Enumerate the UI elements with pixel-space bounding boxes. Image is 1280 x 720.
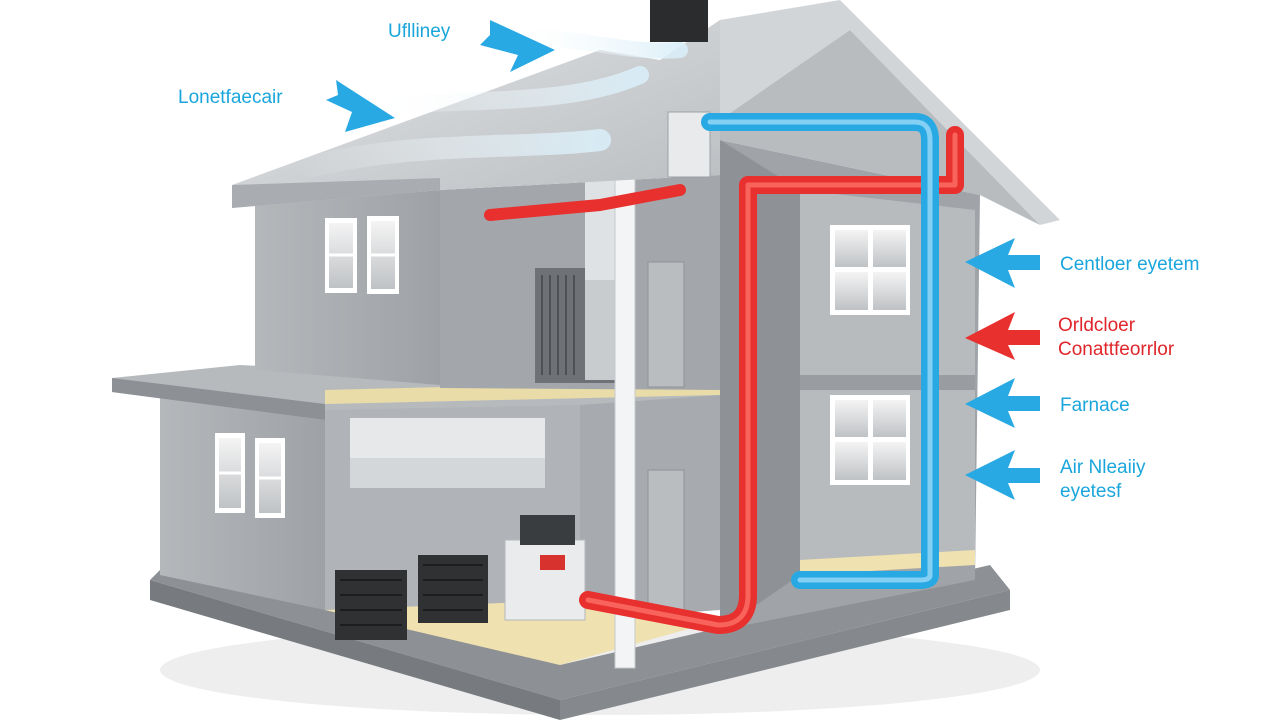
- window-right-lower: [830, 395, 910, 485]
- label-centloer-eyetem-text: Centloer eyetem: [1060, 254, 1200, 275]
- label-farnace: Farnace: [1060, 394, 1130, 418]
- label-lonetfaecair-text: Lonetfaecair: [178, 87, 283, 108]
- arrow-top-1-icon: [480, 20, 555, 72]
- window-lower-2: [255, 438, 285, 518]
- upper-left-wing: [255, 190, 440, 385]
- label-lonetfaecair: Lonetfaecair: [178, 86, 283, 110]
- label-farnace-text: Farnace: [1060, 395, 1130, 416]
- arrow-centloer-icon: [965, 238, 1040, 288]
- arrow-top-2-icon: [326, 80, 395, 132]
- window-lower-1: [215, 433, 245, 513]
- interior-cutaway: [325, 175, 720, 669]
- roof-airflow-streak: [289, 129, 611, 181]
- condenser-unit-1: [335, 570, 407, 640]
- label-air-nleaiiy: Air Nleaiiy eyetesf: [1060, 456, 1146, 504]
- cold-air-duct: [701, 113, 939, 589]
- foundation: [150, 560, 1010, 720]
- label-orldcloer-line1: Orldcloer: [1058, 315, 1136, 336]
- chimney: [650, 0, 708, 42]
- arrow-orldcloer-icon: [965, 312, 1040, 360]
- label-air-nleaiiy-line2: eyetesf: [1060, 481, 1122, 502]
- vertical-duct: [585, 180, 615, 280]
- label-centloer-eyetem: Centloer eyetem: [1060, 253, 1199, 277]
- label-uflliney-text: Uflliney: [388, 21, 451, 42]
- roof-airflow-streak-2: [351, 66, 649, 119]
- window-upper-2: [367, 216, 399, 294]
- furnace-unit: [504, 515, 586, 621]
- air-handler-unit: [535, 268, 615, 383]
- ceiling-duct: [350, 418, 545, 458]
- label-uflliney: Uflliney: [388, 20, 450, 44]
- window-upper-1: [325, 218, 357, 293]
- condenser-unit-2: [418, 555, 488, 623]
- right-wing: [720, 140, 980, 630]
- arrow-air-icon: [965, 450, 1040, 500]
- label-air-nleaiiy-line1: Air Nleaiiy: [1060, 457, 1146, 478]
- interior-door-upper: [647, 261, 685, 388]
- label-orldcloer: Orldcloer Conattfeorrlor: [1058, 314, 1174, 362]
- arrow-farnace-icon: [965, 378, 1040, 428]
- window-right-upper: [830, 225, 910, 315]
- hot-air-duct: [484, 126, 964, 634]
- interior-door-lower: [647, 469, 685, 611]
- label-orldcloer-line2: Conattfeorrlor: [1058, 339, 1175, 360]
- vent-pipe: [614, 177, 636, 669]
